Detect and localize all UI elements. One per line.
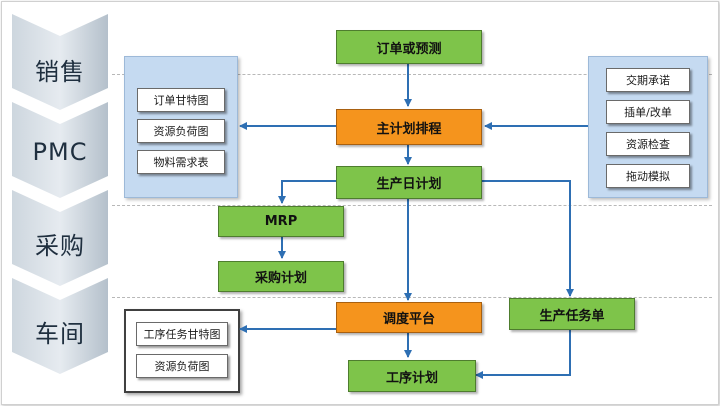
lane-divider	[112, 297, 712, 298]
panel-item: 工序任务甘特图	[136, 322, 228, 346]
arrow-task-sheet-to-process-plan	[475, 329, 571, 379]
lane-label-purchase: 采购	[35, 232, 85, 260]
node-daily-plan: 生产日计划	[336, 166, 482, 199]
panel-item: 插单/改单	[606, 100, 690, 124]
lane-label-sales: 销售	[35, 58, 85, 86]
panel-item: 拖动模拟	[606, 164, 690, 188]
lane-chevron-workshop	[12, 278, 108, 374]
lane-divider	[112, 205, 712, 206]
node-purchase-plan: 采购计划	[218, 261, 344, 292]
lane-chevrons	[12, 14, 108, 374]
node-order-forecast: 订单或预测	[336, 30, 482, 64]
arrow-daily-to-task-sheet	[480, 180, 574, 297]
panel-item: 资源检查	[606, 132, 690, 156]
node-dispatch-platform: 调度平台	[336, 302, 482, 333]
node-master-plan: 主计划排程	[336, 109, 482, 145]
lane-label-workshop: 车间	[35, 320, 85, 348]
panel-item: 交期承诺	[606, 68, 690, 92]
panel-item: 物料需求表	[137, 150, 225, 174]
node-task-sheet: 生产任务单	[509, 298, 635, 330]
node-process-plan: 工序计划	[348, 360, 476, 392]
node-mrp: MRP	[218, 206, 344, 237]
lane-chevron-pmc	[12, 102, 108, 198]
panel-item: 资源负荷图	[137, 119, 225, 143]
lane-divider	[112, 74, 712, 75]
lane-label-pmc: PMC	[32, 138, 88, 166]
panel-item: 订单甘特图	[137, 88, 225, 112]
lane-chevron-purchase	[12, 190, 108, 286]
lane-chevron-sales	[12, 14, 108, 110]
panel-item: 资源负荷图	[136, 354, 228, 378]
arrow-daily-to-mrp	[278, 180, 336, 204]
